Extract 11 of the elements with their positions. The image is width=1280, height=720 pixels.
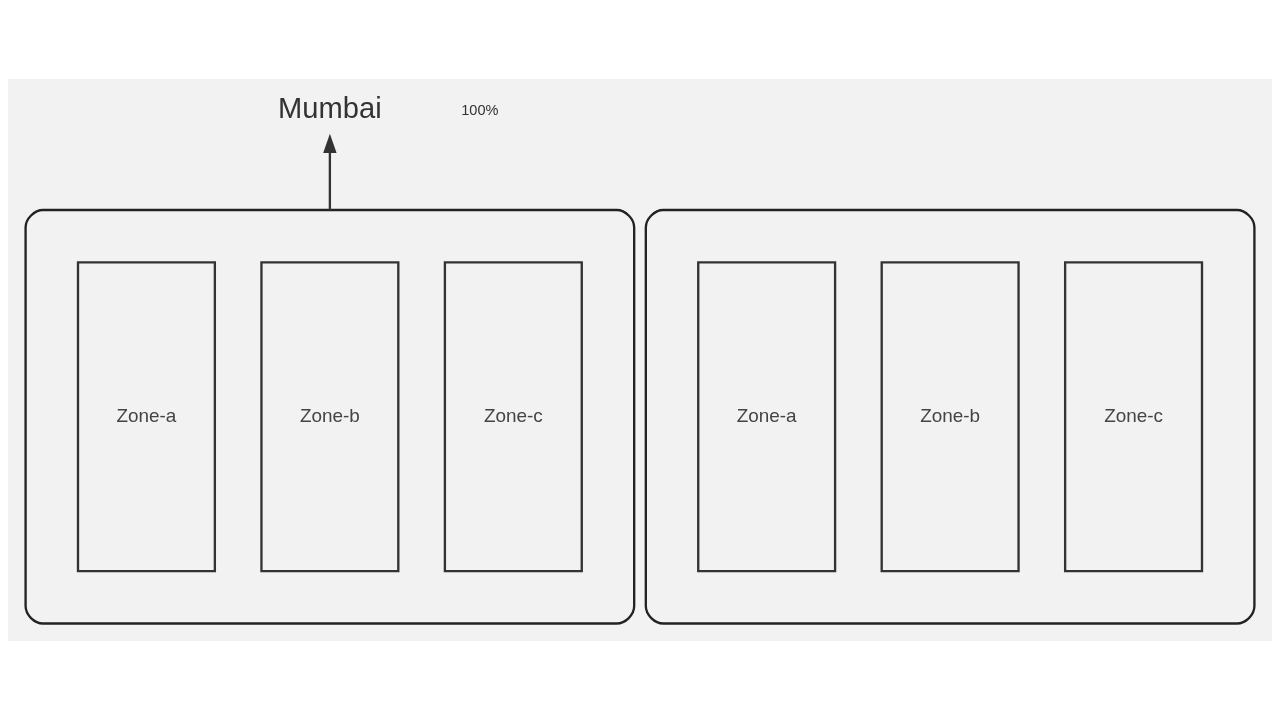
node-box: Zone-a (697, 261, 837, 573)
arrow (323, 133, 337, 211)
node-text: Mumbai (278, 92, 382, 125)
node-box: Zone-b (880, 261, 1020, 573)
node-box: Zone-b (260, 261, 400, 573)
label: 100% (461, 101, 499, 118)
cluster (24, 208, 636, 625)
cluster (644, 208, 1256, 625)
node-box: Zone-a (76, 261, 217, 573)
node-box: Zone-c (1063, 261, 1204, 573)
node-box: Zone-c (443, 261, 583, 573)
